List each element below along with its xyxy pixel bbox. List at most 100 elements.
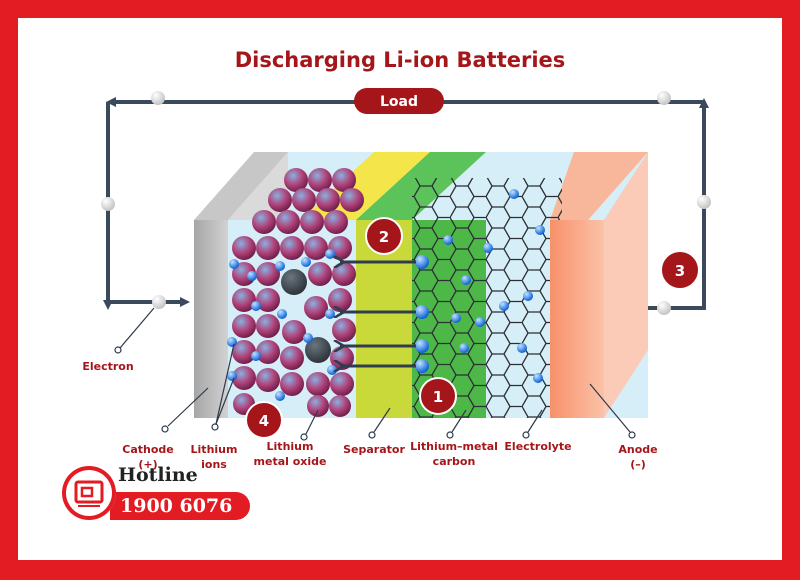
load-label: Load (380, 94, 418, 110)
metal-oxide-sphere (308, 168, 332, 192)
ion-flow-arrows (340, 262, 416, 366)
metal-oxide-sphere (316, 188, 340, 212)
leader-line (305, 409, 319, 435)
metal-oxide-sphere (292, 188, 316, 212)
infographic-frame: Discharging Li-ion Batteries (18, 18, 782, 560)
hotline-number: 1900 6076 (120, 495, 233, 517)
leader-line (589, 383, 631, 433)
lithium-ion (247, 271, 257, 281)
metal-oxide-sphere (232, 236, 256, 260)
electron-dot (657, 91, 671, 105)
lithium-ion (275, 261, 285, 271)
metal-oxide-sphere (304, 296, 328, 320)
metal-oxide-sphere (256, 314, 280, 338)
leader-end (300, 433, 308, 441)
step-badge-2 (365, 217, 403, 255)
label-separator: Separator (343, 443, 405, 456)
lithium-ion (227, 371, 237, 381)
electron-dot (101, 197, 115, 211)
cathode-plate (194, 220, 228, 418)
metal-oxide-sphere (280, 236, 304, 260)
metal-oxide-sphere (307, 395, 329, 417)
lithium-ion (325, 309, 335, 319)
label-lithium-ions: Lithium (191, 443, 238, 456)
leader-end (368, 431, 376, 439)
external-circuit: Load (101, 88, 711, 315)
leader-line (373, 407, 391, 433)
lithium-ion (535, 225, 545, 235)
metal-oxide-sphere (282, 320, 306, 344)
label-lithium-metal-oxide: Lithium (267, 440, 314, 453)
lithium-ion (415, 255, 429, 269)
leader-line (167, 387, 209, 427)
label-anode: Anode (618, 443, 657, 456)
lithium-ion (327, 365, 337, 375)
lithium-ion (475, 317, 485, 327)
step-badge-3 (660, 250, 700, 290)
step-number-2: 2 (379, 228, 389, 246)
metal-oxide-sphere (256, 368, 280, 392)
metal-oxide-sphere (306, 372, 330, 396)
label-lithium-metal-carbon-2: carbon (433, 455, 476, 468)
metal-oxide-sphere (232, 340, 256, 364)
lithium-ion (517, 343, 527, 353)
hotline-label: Hotline (118, 464, 198, 486)
lithium-ion (415, 359, 429, 373)
anode-side-face (604, 152, 648, 418)
step-badge-1 (419, 377, 457, 415)
battery-diagram: Load (82, 88, 711, 471)
lithium-ion (227, 337, 237, 347)
lithium-ion (509, 189, 519, 199)
label-cathode: Cathode (122, 443, 173, 456)
lithium-ion (533, 373, 543, 383)
label-lithium-ions-2: ions (201, 458, 227, 471)
electron-dot (152, 295, 166, 309)
lithium-ion (325, 249, 335, 259)
metal-oxide-sphere (268, 188, 292, 212)
step-number-1: 1 (433, 388, 443, 406)
metal-oxide-sphere (276, 210, 300, 234)
metal-oxide-sphere (332, 168, 356, 192)
label-lithium-metal-carbon: Lithium–metal (410, 440, 498, 453)
metal-oxide-sphere (332, 318, 356, 342)
metal-oxide-sphere (280, 346, 304, 370)
lithium-ion (415, 339, 429, 353)
metal-oxide-sphere (329, 395, 351, 417)
lithium-ion (275, 391, 285, 401)
electron-dot (657, 301, 671, 315)
lithium-ion (443, 235, 453, 245)
lithium-ion (523, 291, 533, 301)
metal-oxide-sphere (256, 262, 280, 286)
metal-oxide-sphere (232, 288, 256, 312)
step-badges: 1 2 3 4 (245, 217, 700, 439)
metal-oxide-sphere (308, 262, 332, 286)
metal-oxide-sphere (256, 288, 280, 312)
metal-oxide-sphere (232, 314, 256, 338)
metal-oxide-sphere (332, 262, 356, 286)
metal-oxide-sphere (256, 340, 280, 364)
metal-oxide-sphere (300, 210, 324, 234)
metal-oxide-sphere (304, 236, 328, 260)
lithium-ion (251, 351, 261, 361)
step-number-3: 3 (675, 262, 685, 280)
lithium-ion (229, 259, 239, 269)
metal-oxide-sphere (284, 168, 308, 192)
load-badge (354, 88, 444, 114)
electron-dot (151, 91, 165, 105)
label-anode-sign: (–) (630, 458, 646, 471)
leader-line (215, 343, 235, 425)
hotline-pill (110, 492, 250, 520)
step-number-4: 4 (259, 412, 269, 430)
lithium-ion (499, 301, 509, 311)
lithium-ion (303, 333, 313, 343)
lithium-ion (277, 309, 287, 319)
metal-oxide-sphere (340, 188, 364, 212)
metal-oxide-sphere (328, 288, 352, 312)
leader-end (114, 346, 122, 354)
metal-oxide-sphere (232, 366, 256, 390)
leader-end (628, 431, 636, 439)
metal-oxide-sphere (256, 236, 280, 260)
page-title: Discharging Li-ion Batteries (234, 48, 566, 72)
lithium-ion (483, 243, 493, 253)
leader-end (446, 431, 454, 439)
